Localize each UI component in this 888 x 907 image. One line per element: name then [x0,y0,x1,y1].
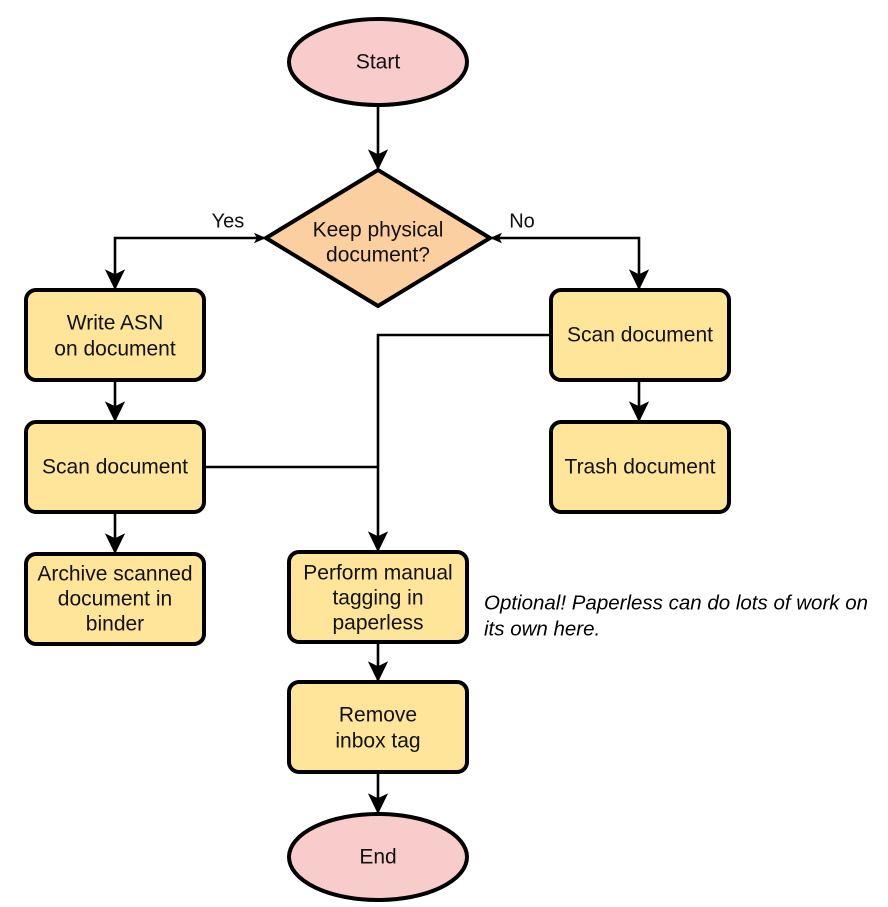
yes-branch-tip [254,232,266,244]
node-trash-document[interactable]: Trash document [549,420,731,514]
node-decision-keep-physical-document[interactable]: Keep physical document? [264,168,492,308]
no-branch-tip [490,232,502,244]
archive-binder-label-line2: document in [58,588,172,611]
node-archive-scanned-document-in-binder[interactable]: Archive scanned document in binder [24,552,206,646]
edge-label-no: No [509,210,535,232]
node-write-asn-on-document[interactable]: Write ASN on document [24,288,206,382]
start-terminal-shape[interactable] [287,17,469,107]
trash-document-box-shape[interactable] [549,420,731,514]
node-end[interactable]: End [287,812,469,902]
archive-binder-label-line3: binder [86,613,144,636]
end-terminal-shape[interactable] [287,812,469,902]
end-label: End [359,846,396,869]
manual-tagging-label-line1: Perform manual [303,562,452,585]
remove-inbox-tag-label-line2: inbox tag [335,730,420,753]
write-asn-label-line1: Write ASN [67,312,163,335]
node-remove-inbox-tag[interactable]: Remove inbox tag [287,680,469,774]
decision-diamond-shape[interactable] [264,168,492,308]
node-start[interactable]: Start [287,17,469,107]
scan-document-right-label: Scan document [567,324,713,347]
manual-tagging-label-line2: tagging in [332,587,423,610]
scan-document-right-box-shape[interactable] [549,288,731,382]
trash-document-label: Trash document [565,456,716,479]
edge-decision-to-scan-right: No [490,210,650,291]
start-label: Start [356,51,401,74]
manual-tagging-box-shape[interactable] [287,550,469,644]
remove-inbox-tag-label-line1: Remove [339,704,417,727]
edge-scan-right-to-manual-tagging [367,333,551,553]
edge-decision-to-write-asn: Yes [104,210,266,291]
remove-inbox-tag-box-shape[interactable] [287,680,469,774]
decision-label-line2: document? [326,244,430,267]
scan-document-left-box-shape[interactable] [24,420,206,514]
edge-label-yes: Yes [212,210,245,232]
node-scan-document-left[interactable]: Scan document [24,420,206,514]
write-asn-box-shape[interactable] [24,288,206,382]
annotation-line-1: Optional! Paperless can do lots of work … [484,591,868,614]
node-scan-document-right[interactable]: Scan document [549,288,731,382]
write-asn-label-line2: on document [54,338,176,361]
archive-binder-box-shape[interactable] [24,552,206,646]
archive-binder-label-line1: Archive scanned [37,563,192,586]
node-perform-manual-tagging[interactable]: Perform manual tagging in paperless [287,550,469,644]
scan-document-left-label: Scan document [42,456,188,479]
decision-label-line1: Keep physical [313,219,444,242]
annotation-line-2: its own here. [484,617,600,640]
manual-tagging-label-line3: paperless [332,612,423,635]
annotation-optional-note: Optional! Paperless can do lots of work … [484,591,868,640]
